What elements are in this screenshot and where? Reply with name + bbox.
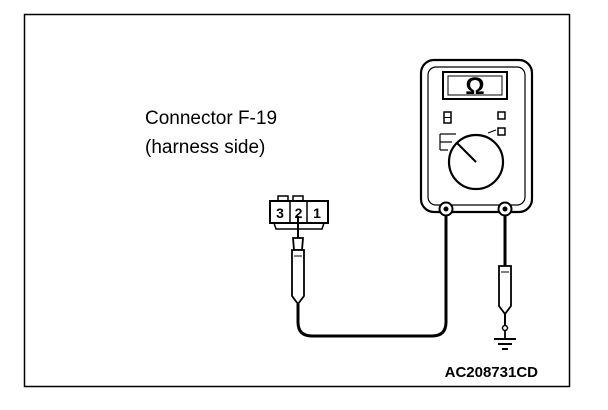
connector-pin-1: 1 [313,205,321,221]
meter-mode-button-top [497,111,506,120]
connector-label-line2: (harness side) [145,137,265,158]
figure-code: AC208731CD [445,364,539,381]
ohmmeter: Ω [419,58,534,217]
meter-mode-button-bottom [497,127,506,136]
test-lead-wire [296,214,448,338]
test-probe-left [291,216,305,306]
connector-pin-3: 3 [276,205,284,221]
figure-frame [23,13,571,388]
connector-pin-2: 2 [295,205,303,221]
ground-symbol [494,338,516,350]
connector-label-line1: Connector F-19 [145,108,277,129]
ohm-symbol: Ω [465,73,484,100]
ground-probe [498,216,512,338]
